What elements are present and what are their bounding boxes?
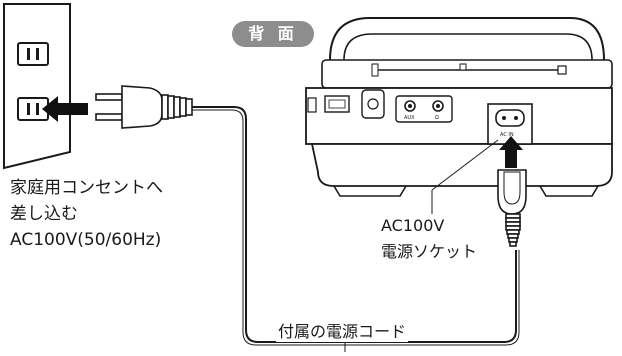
ac-socket: [495, 109, 525, 127]
device-body: [305, 87, 613, 145]
ac-in-label: AC IN: [500, 132, 514, 138]
socket-caption-line2: 電源ソケット: [381, 242, 478, 261]
power-cord: [192, 106, 517, 343]
outlet-caption-line2: 差し込む: [10, 204, 78, 224]
device-top-strip: [321, 59, 613, 89]
outlet-caption-line1: 家庭用コンセントへ: [10, 178, 163, 198]
aux-jack-label: AUX: [404, 115, 415, 121]
socket-arrow: [499, 136, 523, 168]
wall-outlet: [3, 3, 71, 170]
socket-leader-line: [431, 139, 499, 191]
socket-caption-line1: AC100V: [381, 216, 445, 235]
wall-plate: [3, 3, 71, 170]
outlet-upper-socket: [17, 42, 49, 66]
device-base: [310, 143, 613, 187]
rear-view-badge: 背 面: [232, 21, 314, 47]
power-plug: [95, 85, 193, 129]
headphone-jack-label: Ω: [435, 115, 439, 121]
outlet-arrow: [42, 96, 88, 122]
outlet-caption-line3: AC100V(50/60Hz): [10, 230, 162, 250]
cord-caption: 付属の電源コード: [276, 318, 409, 342]
device-handle: [329, 17, 605, 61]
radio-device: [305, 17, 613, 197]
ac-connector: [497, 169, 527, 247]
